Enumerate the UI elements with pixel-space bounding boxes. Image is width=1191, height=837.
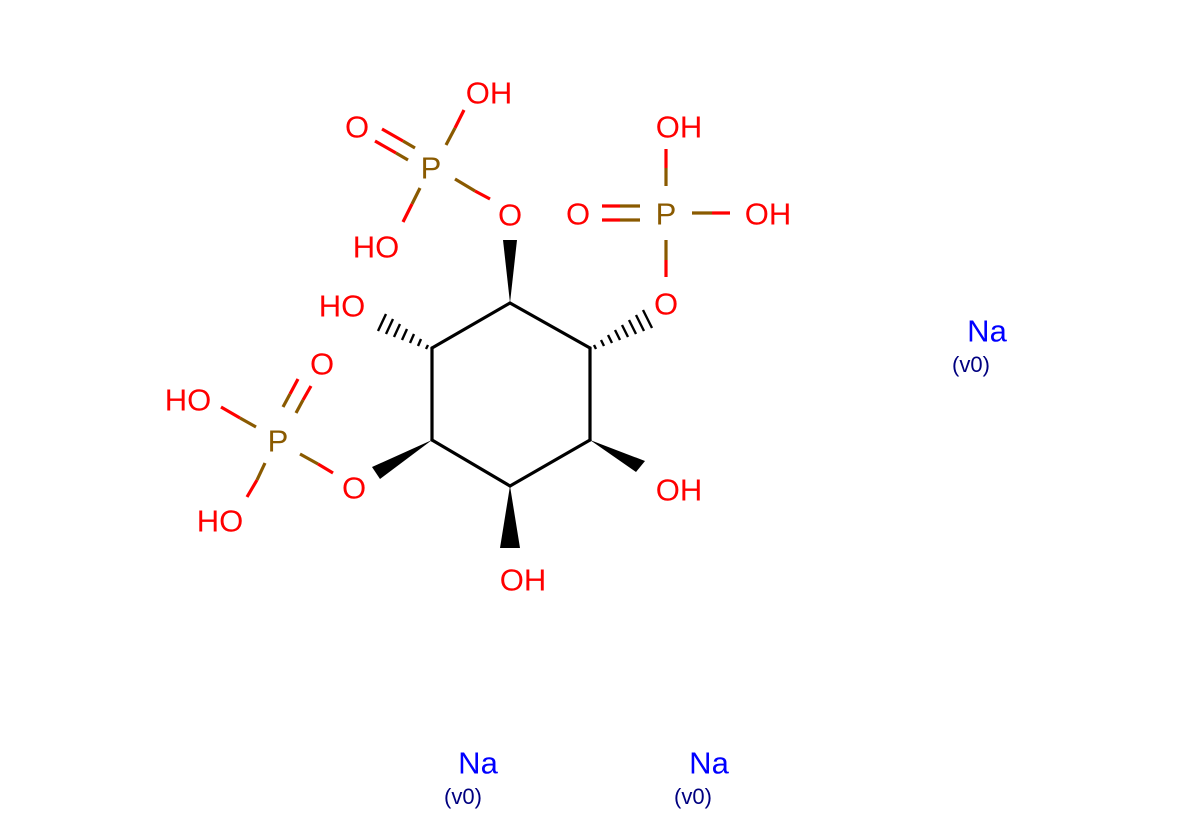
hash-bonds — [376, 309, 654, 350]
p3-phosphorus-label: P — [267, 423, 289, 459]
p3-hydroxyl-top-label: HO — [164, 382, 212, 418]
p2-hydroxyl-right-label: OH — [744, 196, 792, 232]
sodium-ion-3-valence-note: (v0) — [674, 784, 712, 809]
wedge-bonds — [372, 240, 645, 548]
p1-hydroxyl-top-label: OH — [465, 75, 513, 111]
phosphate-1-bonds — [374, 109, 491, 223]
p1-double-oxygen-label: O — [344, 109, 370, 145]
p2-linking-oxygen-label: O — [653, 286, 679, 322]
p2-hydroxyl-top-label: OH — [655, 109, 703, 145]
p3-linking-oxygen-label: O — [341, 470, 367, 506]
p1-linking-oxygen-label: O — [497, 197, 523, 233]
p3-double-oxygen-label: O — [309, 346, 335, 382]
sodium-ion-3-label: Na — [689, 745, 729, 781]
sodium-ion-2-label: Na — [458, 745, 498, 781]
hydroxyl-lower-right-label: OH — [655, 472, 703, 508]
hydroxyl-upper-left-label: HO — [318, 288, 366, 324]
ring-bonds — [430, 301, 592, 488]
p1-hydroxyl-bottom-label: HO — [352, 229, 400, 265]
p3-hydroxyl-bottom-label: HO — [196, 503, 244, 539]
sodium-ion-1-label: Na — [967, 313, 1007, 349]
phosphate-3-bonds — [220, 378, 334, 498]
hydroxyl-bottom-label: OH — [499, 562, 547, 598]
sodium-ion-2-valence-note: (v0) — [444, 784, 482, 809]
p1-phosphorus-label: P — [420, 150, 442, 186]
sodium-ion-1-valence-note: (v0) — [952, 352, 990, 377]
p2-phosphorus-label: P — [655, 196, 677, 232]
phosphate-2-bonds — [602, 149, 730, 277]
p2-double-oxygen-label: O — [565, 196, 591, 232]
